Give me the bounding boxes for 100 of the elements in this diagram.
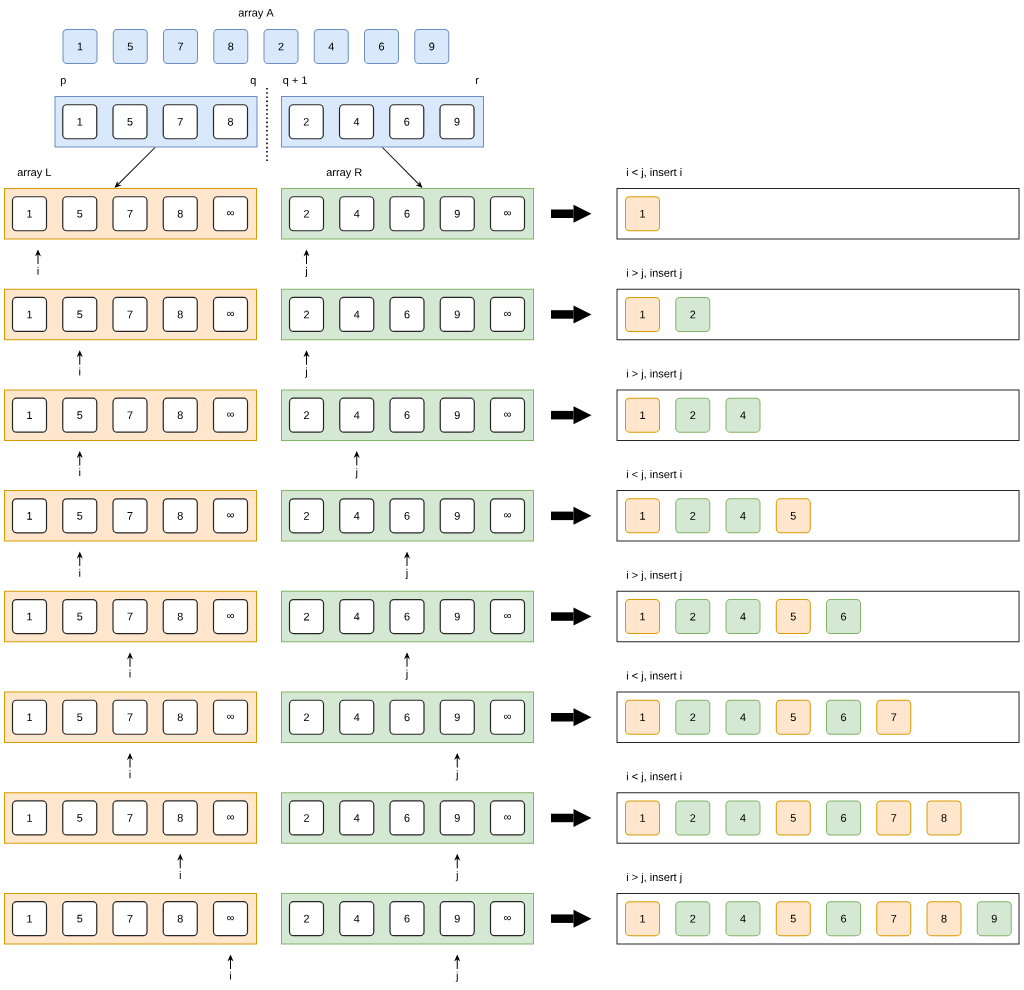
array-cell: 1 <box>11 296 48 333</box>
merged-cell: 2 <box>675 397 711 433</box>
merged-cell: 1 <box>625 599 660 635</box>
array-cell: 4 <box>339 699 375 735</box>
arrow <box>114 147 156 188</box>
index-label: r <box>475 78 479 84</box>
array-cell: 8 <box>162 800 198 836</box>
pointer-arrow <box>404 552 410 567</box>
array-cell: ∞ <box>489 498 526 534</box>
pointer-arrow <box>228 955 233 970</box>
step-label: i < j, insert i <box>626 671 682 682</box>
array-cell: 4 <box>339 598 375 635</box>
array-cell: 8 <box>162 498 198 534</box>
array-cell: 8 <box>212 104 249 140</box>
pointer-arrow <box>77 451 83 466</box>
merged-cell: 5 <box>775 800 811 836</box>
array-cell: 4 <box>313 29 349 64</box>
pointer-label: i <box>79 468 81 477</box>
array-cell: 9 <box>439 598 475 635</box>
array-cell: 1 <box>11 699 48 735</box>
array-cell: 9 <box>439 296 475 333</box>
array-cell: 7 <box>163 29 198 64</box>
array-cell: 7 <box>162 104 198 140</box>
merged-cell: 2 <box>675 296 711 332</box>
array-cell: 5 <box>112 29 148 64</box>
array-cell: 2 <box>288 498 325 534</box>
array-cell: 4 <box>339 800 375 836</box>
array-title: array A <box>238 8 274 19</box>
array-cell: 9 <box>439 901 475 937</box>
pointer-arrow <box>454 753 460 768</box>
array-cell: 7 <box>112 699 148 735</box>
array-cell: 1 <box>62 104 98 140</box>
array-cell: ∞ <box>489 397 526 433</box>
array-cell: 8 <box>162 196 198 232</box>
merged-cell: 2 <box>675 599 711 635</box>
array-cell: 4 <box>338 104 375 140</box>
array-cell: 2 <box>288 196 325 232</box>
array-cell: 2 <box>288 598 325 635</box>
pointer-label: j <box>305 367 307 378</box>
array-cell: 6 <box>389 598 425 635</box>
array-cell: 5 <box>62 196 98 232</box>
array-cell: 6 <box>389 699 425 735</box>
array-cell: 1 <box>11 498 48 534</box>
array-cell: 1 <box>11 397 48 433</box>
array-cell: 7 <box>112 901 148 937</box>
index-label: p <box>60 78 66 87</box>
array-cell: 6 <box>389 296 425 333</box>
array-cell: 9 <box>439 699 475 735</box>
merged-cell: 7 <box>876 901 912 937</box>
pointer-arrow <box>304 250 309 265</box>
array-cell: 8 <box>162 397 198 433</box>
merged-cell: 1 <box>625 498 660 534</box>
array-cell: 9 <box>439 800 475 836</box>
array-cell: ∞ <box>212 901 249 937</box>
index-label: q + 1 <box>283 76 307 87</box>
pointer-arrow <box>454 854 460 869</box>
pointer-label: i <box>129 669 131 678</box>
merged-cell: 2 <box>675 699 711 735</box>
array-cell: 9 <box>439 196 475 232</box>
merged-cell: 6 <box>826 800 861 836</box>
pointer-arrow <box>354 451 360 466</box>
step-label: i > j, insert j <box>626 570 682 582</box>
array-cell: ∞ <box>489 296 526 333</box>
merged-cell: 1 <box>625 901 660 937</box>
array-cell: 5 <box>62 296 98 333</box>
array-cell: 7 <box>112 800 148 836</box>
merged-cell: 1 <box>625 699 660 735</box>
array-cell: ∞ <box>212 196 249 232</box>
pointer-arrow <box>127 753 133 768</box>
array-cell: ∞ <box>212 800 249 836</box>
merged-cell: 4 <box>725 699 761 735</box>
merged-cell: 6 <box>826 699 861 735</box>
array-cell: ∞ <box>489 598 526 635</box>
merged-cell: 9 <box>976 901 1012 937</box>
pointer-label: j <box>305 266 307 277</box>
array-cell: 7 <box>112 498 148 534</box>
merged-cell: 5 <box>775 901 811 937</box>
merged-cell: 2 <box>675 800 711 836</box>
array-cell: 5 <box>62 498 98 534</box>
step-label: i < j, insert i <box>626 168 682 179</box>
array-cell: 4 <box>339 296 375 333</box>
array-cell: 5 <box>112 104 148 140</box>
array-cell: ∞ <box>489 196 526 232</box>
pointer-arrow <box>35 250 41 265</box>
merged-cell: 2 <box>675 901 711 937</box>
merged-cell: 7 <box>876 800 912 836</box>
pointer-label: j <box>455 971 458 982</box>
array-cell: ∞ <box>489 800 526 836</box>
pointer-label: i <box>129 770 131 779</box>
array-cell: 9 <box>439 397 475 433</box>
merged-cell: 2 <box>675 498 711 534</box>
pointer-arrow <box>177 854 183 869</box>
merged-cell: 1 <box>625 397 660 433</box>
array-cell: 1 <box>11 598 48 635</box>
array-cell: 8 <box>162 296 198 333</box>
merged-cell: 7 <box>876 699 912 735</box>
pointer-label: j <box>405 568 408 580</box>
merged-cell: 4 <box>725 800 761 836</box>
array-cell: 4 <box>339 397 375 433</box>
array-cell: 6 <box>389 104 425 140</box>
